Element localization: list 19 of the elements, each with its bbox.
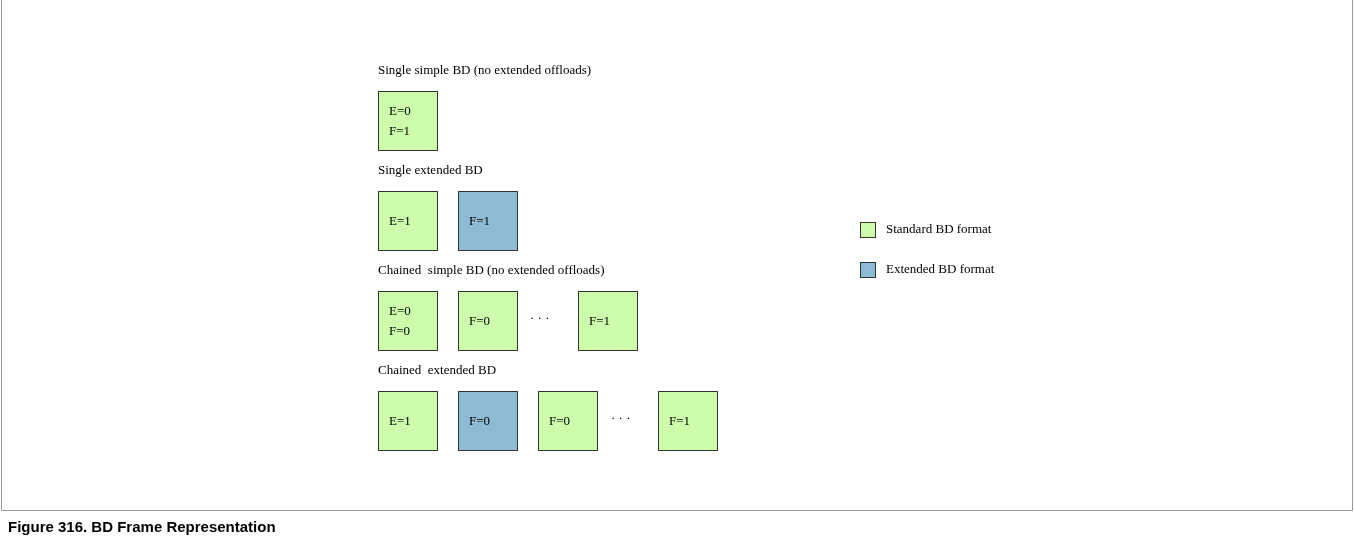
bd-box: E=1 [378,391,438,451]
ellipsis: · · · [611,410,631,426]
bd-box: F=1 [458,191,518,251]
bd-box: F=1 [578,291,638,351]
row-heading: Single simple BD (no extended offloads) [378,62,592,78]
bd-box: F=0 [458,391,518,451]
bd-box: E=1 [378,191,438,251]
ellipsis: · · · [530,310,550,326]
bd-box: F=0 [458,291,518,351]
legend-label: Extended BD format [886,261,995,277]
row-heading: Chained extended BD [378,362,497,378]
bd-box: E=0 F=1 [378,91,438,151]
bd-box: F=1 [658,391,718,451]
legend-label: Standard BD format [886,221,992,237]
row-heading: Single extended BD [378,162,483,178]
figure-caption: Figure 316. BD Frame Representation [8,518,276,535]
bd-box: E=0 F=0 [378,291,438,351]
bd-box: F=0 [538,391,598,451]
row-heading: Chained simple BD (no extended offloads) [378,262,605,278]
